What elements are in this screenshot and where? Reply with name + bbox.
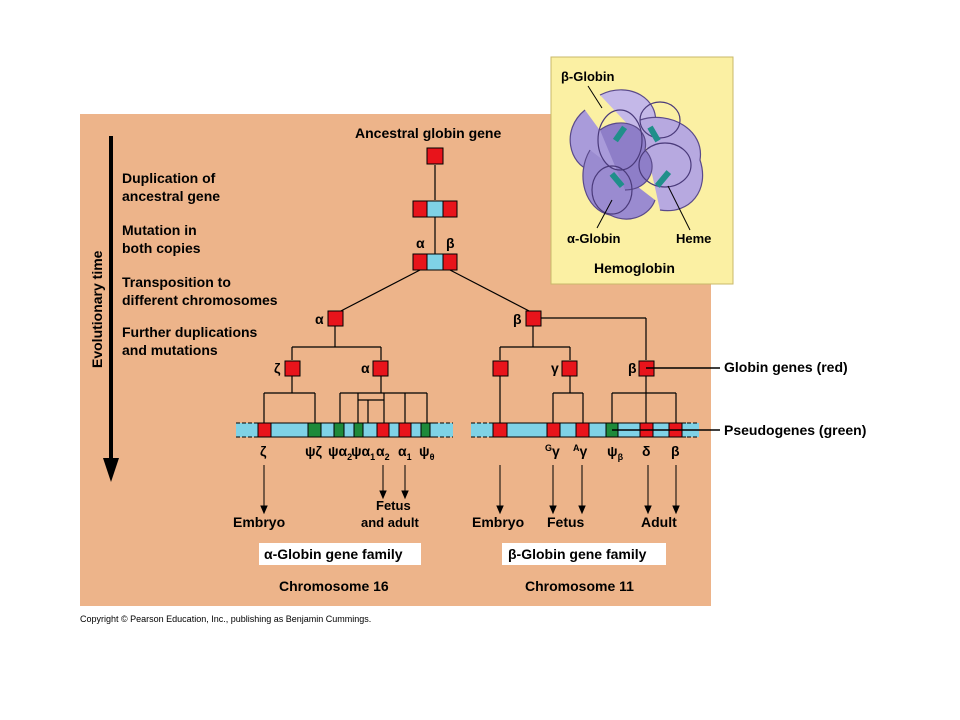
beta-label: β: [513, 311, 522, 327]
alpha-label: α: [416, 235, 425, 251]
hemoglobin-structure-illustration: [569, 89, 704, 220]
step-label: different chromosomes: [122, 292, 278, 308]
heme-icon: [654, 170, 672, 188]
epsilon-gene: [492, 422, 508, 438]
psi-theta-pseudogene: [420, 422, 431, 438]
gamma-gene: [561, 360, 578, 377]
embryonic-beta-family-gene: [492, 360, 509, 377]
heme-icon: [609, 171, 625, 189]
beta-embryo-label: Embryo: [472, 514, 524, 530]
step-label: and mutations: [122, 342, 218, 358]
heme-groups: [609, 125, 672, 189]
step-label: Duplication of: [122, 170, 216, 186]
heme-pointer: [667, 185, 691, 231]
gene-name: α1: [398, 443, 412, 462]
gene-name: ψα2: [328, 443, 352, 462]
copyright-notice: Copyright © Pearson Education, Inc., pub…: [80, 614, 372, 624]
beta-label: β: [446, 235, 455, 251]
beta-globin-label: β-Globin: [561, 69, 614, 84]
chromosome-16-label: Chromosome 16: [279, 578, 389, 594]
legend-globin-genes: Globin genes (red): [724, 359, 848, 375]
step-label: Mutation in: [122, 222, 197, 238]
gene-name: α2: [376, 443, 390, 462]
gene-tree-lines: [263, 165, 677, 423]
zeta-gene: [257, 422, 272, 438]
legend: Globin genes (red) Pseudogenes (green): [612, 359, 866, 438]
beta-gene-names: Gγ Aγ ψβ δ β: [545, 443, 680, 462]
expression-arrows: [260, 465, 680, 515]
gene-name: ψθ: [419, 443, 435, 462]
gene-name: ζ: [260, 443, 267, 459]
beta-family-label: β-Globin gene family: [508, 546, 647, 562]
psi-alpha1-pseudogene: [353, 422, 364, 438]
chromosome-11-label: Chromosome 11: [525, 578, 634, 594]
mutated-beta-gene: [442, 253, 458, 271]
beta-family-box: [502, 543, 666, 565]
hemoglobin-title: Hemoglobin: [594, 260, 675, 276]
g-gamma-gene: [546, 422, 561, 438]
time-axis: Evolutionary time: [89, 136, 119, 482]
alpha-label: α: [361, 360, 370, 376]
step-label: both copies: [122, 240, 201, 256]
gene-name: β: [671, 443, 680, 459]
zeta-gene: [284, 360, 301, 377]
step-label: Further duplications: [122, 324, 258, 340]
hemoglobin-inset: β-Globin α-Globin Heme Hemoglobin: [550, 56, 734, 285]
psi-alpha2-pseudogene: [333, 422, 345, 438]
alpha-embryo-label: Embryo: [233, 514, 285, 530]
duplicated-gene: [442, 200, 458, 218]
heme-icon: [612, 125, 628, 143]
ancestral-gene-title: Ancestral globin gene: [355, 125, 501, 141]
beta-adult-label: Adult: [641, 514, 677, 530]
gene-name: Gγ: [545, 443, 560, 459]
beta-globin-pointer: [587, 85, 603, 109]
time-arrow-head: [103, 458, 119, 482]
gamma-label: γ: [551, 360, 559, 376]
mutated-alpha-gene: [412, 253, 428, 271]
heme-label: Heme: [676, 231, 711, 246]
alpha2-gene: [376, 422, 390, 438]
psi-zeta-pseudogene: [307, 422, 322, 438]
heme-icon: [647, 125, 661, 143]
a-gamma-gene: [575, 422, 590, 438]
alpha-adult-label: and adult: [361, 515, 419, 530]
alpha-globin-pointer: [596, 199, 613, 229]
step-label: ancestral gene: [122, 188, 220, 204]
step-label: Transposition to: [122, 274, 231, 290]
alpha-label: α: [315, 311, 324, 327]
beta-gene: [525, 310, 542, 327]
duplicated-gene: [412, 200, 428, 218]
alpha-family-label: α-Globin gene family: [264, 546, 403, 562]
gene-name: ψζ: [305, 443, 323, 459]
ancestral-gene: [426, 147, 444, 165]
alpha1-gene: [398, 422, 412, 438]
zeta-label: ζ: [274, 360, 281, 376]
gene-name: ψβ: [607, 443, 624, 462]
alpha-gene-names: ζ ψζ ψα2 ψα1 α2 α1 ψθ: [260, 443, 435, 462]
step-labels: Duplication of ancestral gene Mutation i…: [122, 170, 278, 358]
gene-name: Aγ: [573, 443, 588, 459]
alpha-gene: [327, 310, 344, 327]
gene-name: δ: [642, 443, 651, 459]
alpha-gene: [372, 360, 389, 377]
alpha-fetus-label: Fetus: [376, 498, 411, 513]
tree-genes: [284, 147, 655, 377]
beta-fetus-label: Fetus: [547, 514, 585, 530]
gene-name: ψα1: [351, 443, 375, 462]
legend-pseudogenes: Pseudogenes (green): [724, 422, 866, 438]
alpha-family-box: [259, 543, 421, 565]
evolutionary-time-label: Evolutionary time: [89, 250, 105, 368]
beta-label: β: [628, 360, 637, 376]
chromosome-16-bar: [236, 422, 453, 438]
alpha-globin-label: α-Globin: [567, 231, 621, 246]
